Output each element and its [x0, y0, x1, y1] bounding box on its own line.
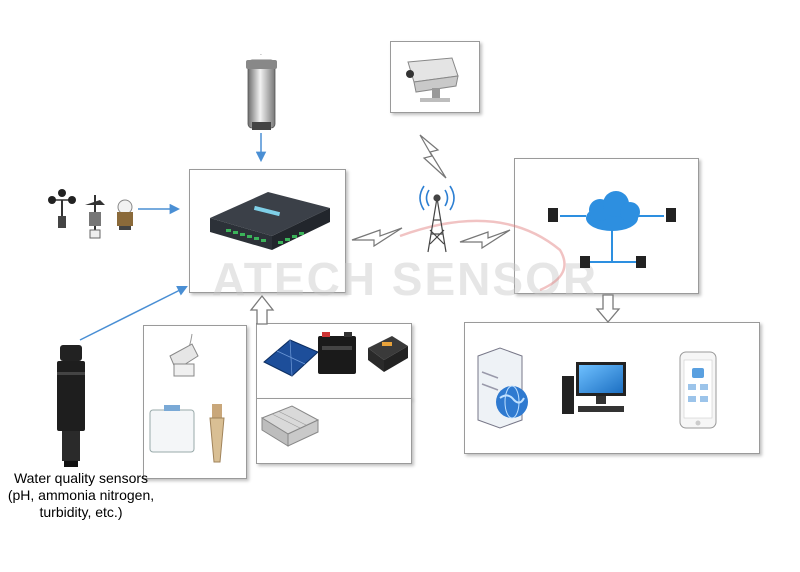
charge-controller-icon	[368, 336, 408, 372]
rain-gauge-icon: ·	[246, 52, 277, 130]
radar-sensor-icon	[149, 405, 195, 453]
svg-text:·: ·	[260, 52, 262, 59]
lightning-signal-icon	[351, 134, 511, 250]
power-supply-icon	[260, 405, 320, 447]
water-quality-probe-icon	[57, 345, 85, 467]
light-sensor-icon	[117, 199, 133, 230]
solar-panel-icon	[263, 339, 319, 377]
float-sensor-icon	[209, 404, 225, 463]
hollow-arrow-down	[595, 294, 621, 324]
battery-icon	[318, 332, 356, 374]
desktop-computer-icon	[562, 362, 626, 414]
water-level-sensor-icon	[169, 333, 199, 377]
watermark: ATECH SENSOR	[212, 253, 599, 305]
anemometer-icon	[48, 189, 76, 228]
smartphone-icon	[679, 351, 717, 429]
radio-tower-icon	[419, 185, 455, 253]
server-globe-icon	[477, 347, 528, 429]
water-quality-caption: Water quality sensors (pH, ammonia nitro…	[7, 470, 155, 520]
hollow-arrow-up	[249, 294, 275, 325]
controller-device-icon	[210, 192, 330, 250]
wind-vane-icon	[85, 195, 105, 239]
cloud-network-icon	[548, 191, 676, 268]
peripherals-left-panel	[143, 325, 247, 479]
cctv-camera-icon	[406, 57, 459, 102]
